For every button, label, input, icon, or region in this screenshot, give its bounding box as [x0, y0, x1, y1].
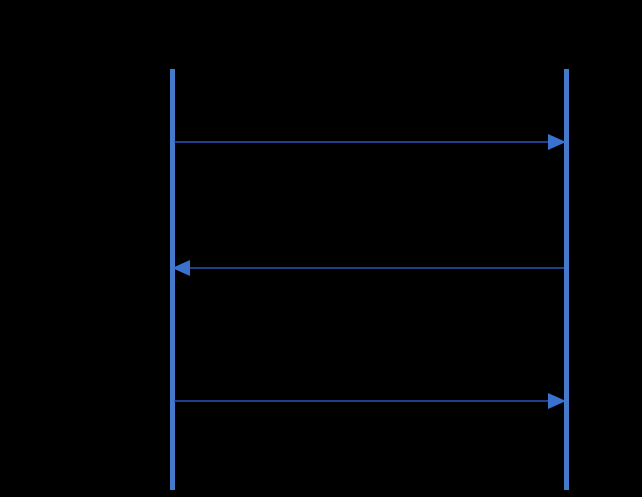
- message-2-arrowhead-left-icon: [172, 260, 190, 276]
- message-3-arrowhead-right-icon: [548, 393, 566, 409]
- lifeline-right[interactable]: [564, 69, 569, 490]
- message-1[interactable]: [174, 134, 566, 150]
- participant-left[interactable]: [170, 69, 175, 490]
- lifeline-left[interactable]: [170, 69, 175, 490]
- message-3[interactable]: [174, 393, 566, 409]
- message-2[interactable]: [172, 260, 564, 276]
- message-1-arrowhead-right-icon: [548, 134, 566, 150]
- participant-right[interactable]: [564, 69, 569, 490]
